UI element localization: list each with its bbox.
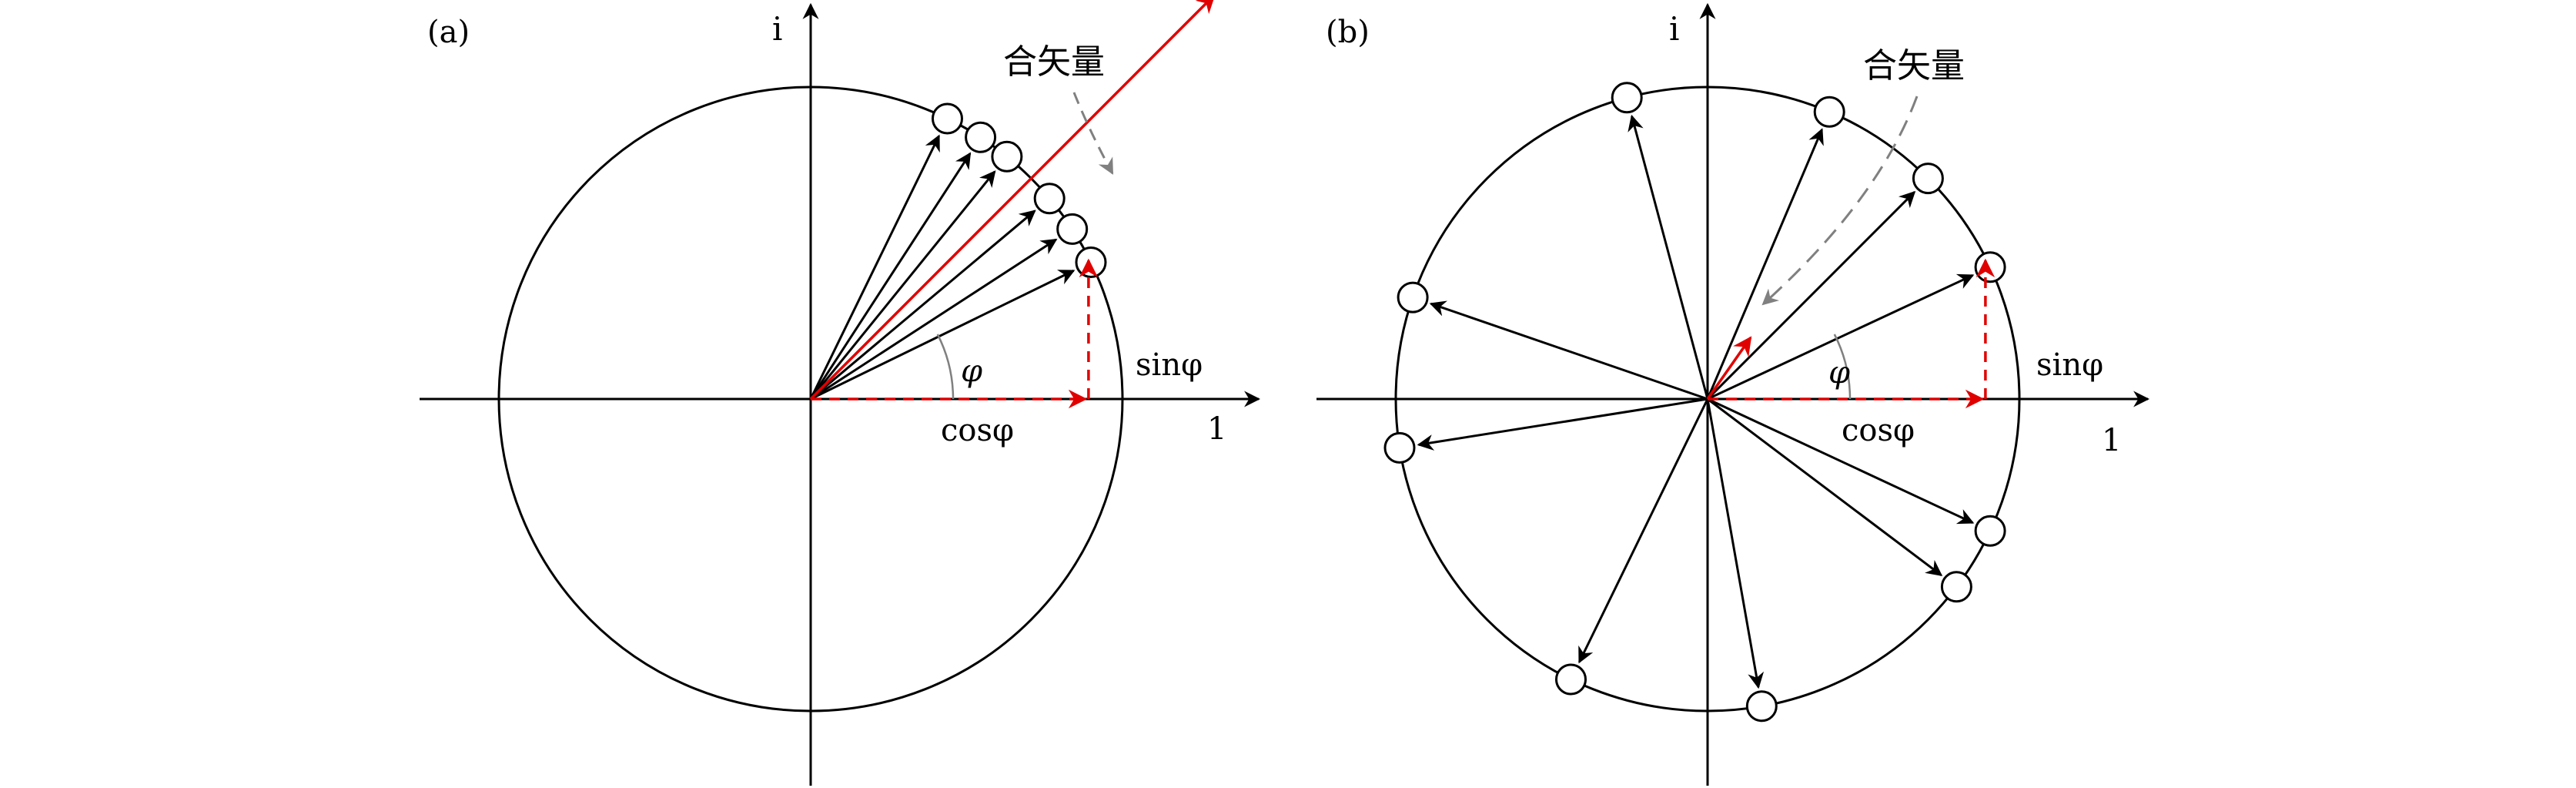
phasor-tip-marker <box>1397 281 1429 314</box>
cos-label: cosφ <box>941 413 1014 448</box>
phasor-tip-marker <box>1075 246 1107 278</box>
phasor-tip-marker <box>1383 431 1416 464</box>
unit-phasor <box>1707 397 1975 525</box>
annotation-pointer <box>1761 96 1919 306</box>
annotation-pointer <box>1072 92 1114 175</box>
unit-phasor <box>1578 398 1709 664</box>
unit-phasor <box>810 270 1076 401</box>
phasor-tip-marker <box>991 140 1023 173</box>
imag-axis-label: i <box>1669 10 1679 48</box>
phasor-tip-marker <box>1813 96 1845 128</box>
panel-label: (b) <box>1326 15 1370 50</box>
phasor-tip-marker <box>1974 251 2006 283</box>
unit-phasor <box>810 210 1036 401</box>
unit-circle <box>1394 86 2021 713</box>
unit-label: 1 <box>1207 411 1226 447</box>
phasor-tip-marker <box>1912 163 1944 195</box>
sin-label: sinφ <box>1136 347 1203 383</box>
phasor-tip-marker <box>1974 515 2006 547</box>
phasor-tip-marker <box>1056 213 1089 245</box>
phasor-tip-marker <box>1033 183 1066 215</box>
phasor-tip-marker <box>1745 690 1778 723</box>
unit-phasor <box>1706 398 1765 689</box>
panel-label: (a) <box>427 15 470 50</box>
cos-label: cosφ <box>1842 413 1915 448</box>
unit-phasor <box>809 170 996 400</box>
imag-axis-label: i <box>772 10 782 48</box>
unit-phasor <box>1429 300 1708 401</box>
unit-phasor <box>1417 397 1708 451</box>
panel-a: (a) i 1 φ sinφ cosφ 合矢量 <box>420 0 1261 786</box>
angle-label: φ <box>1828 355 1850 391</box>
resultant-vector <box>1706 336 1752 401</box>
sin-label: sinφ <box>2036 347 2103 383</box>
angle-arc <box>936 334 955 400</box>
angle-label: φ <box>961 354 982 389</box>
unit-phasor <box>1706 190 1916 401</box>
angle-arc <box>1833 334 1852 400</box>
unit-phasor <box>810 238 1058 401</box>
unit-phasor <box>1707 397 1943 576</box>
phasor-tip-marker <box>1611 82 1643 114</box>
phasor-tip-marker <box>1940 571 1972 603</box>
unit-phasor <box>1707 273 1975 401</box>
unit-label: 1 <box>2102 423 2121 458</box>
resultant-annotation: 合矢量 <box>1863 46 1965 86</box>
phasor-tip-marker <box>1555 663 1587 696</box>
unit-phasors <box>1383 82 2006 723</box>
unit-phasor <box>809 152 972 400</box>
unit-phasor <box>1628 114 1709 400</box>
resultant-vector <box>809 0 1216 401</box>
phasor-tip-marker <box>965 121 997 153</box>
panel-b: (b) i 1 φ sinφ cosφ 合矢量 <box>1316 2 2150 786</box>
unit-phasor <box>1706 128 1824 400</box>
resultant-annotation: 合矢量 <box>1003 42 1105 82</box>
unit-circle <box>497 86 1124 713</box>
phasor-tip-marker <box>932 102 963 135</box>
unit-phasor <box>809 134 940 400</box>
